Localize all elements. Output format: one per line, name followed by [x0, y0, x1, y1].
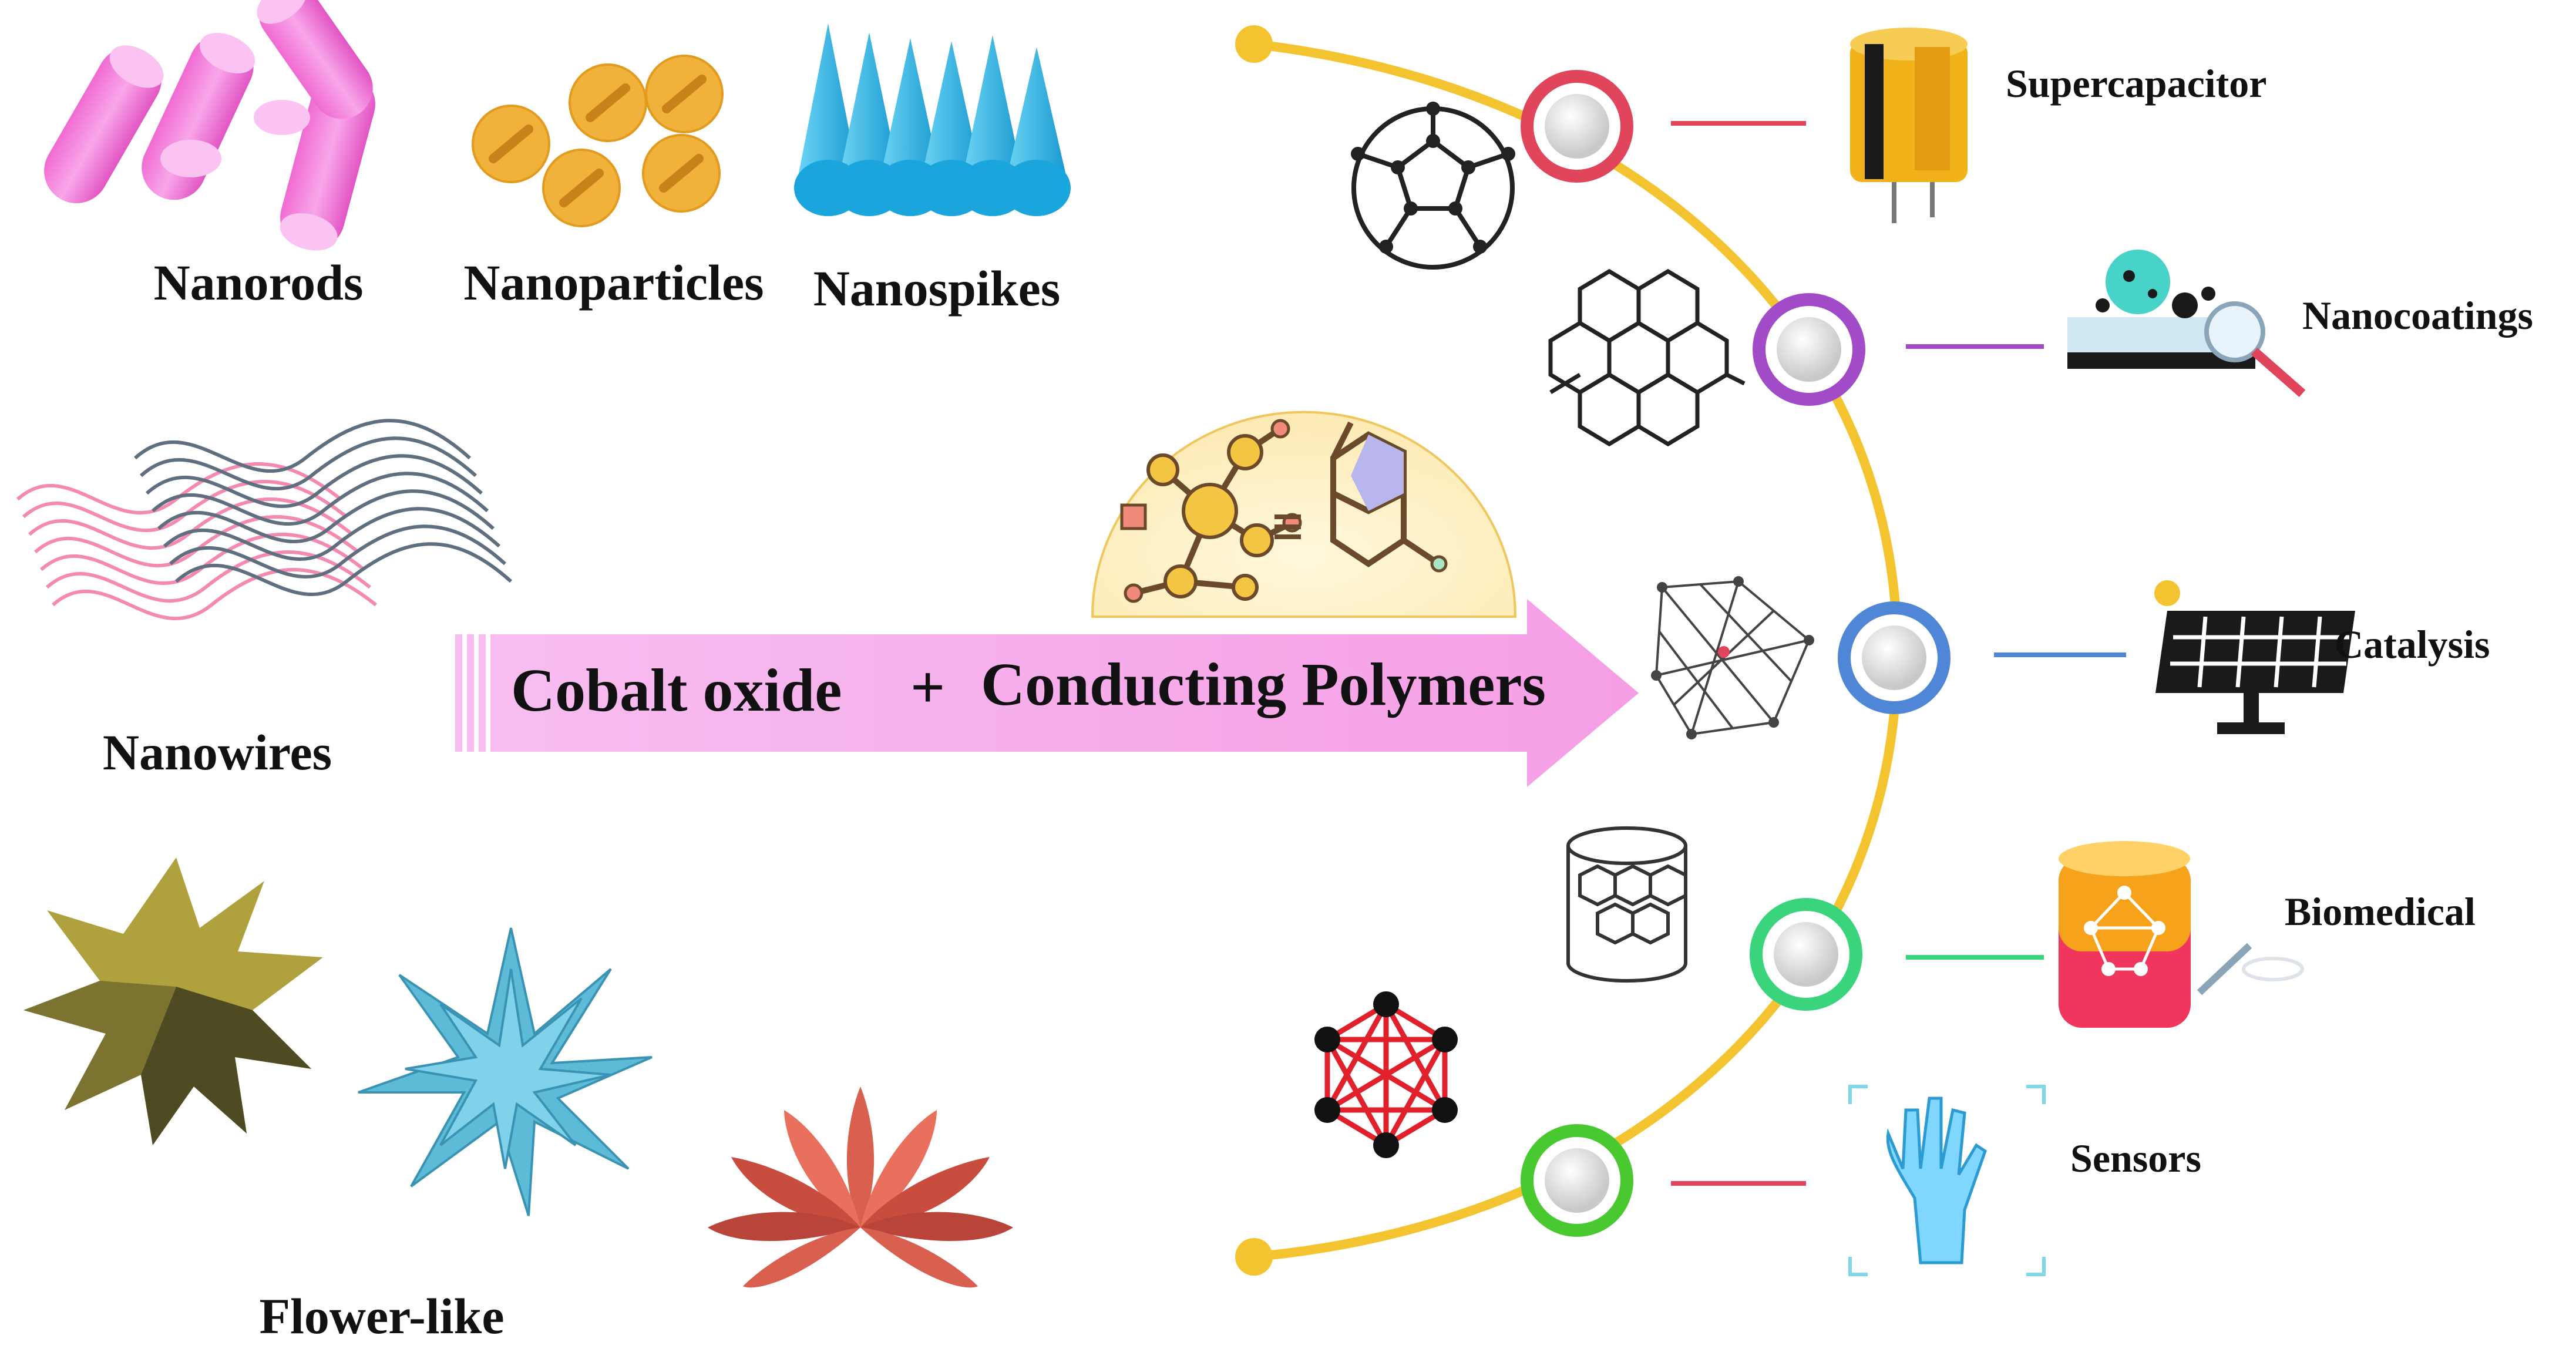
nanospikes-icon — [794, 23, 1071, 216]
fullerene-icon — [1351, 102, 1515, 270]
label-nanowires: Nanowires — [103, 724, 332, 781]
label-nanocoatings: Nanocoatings — [2302, 293, 2533, 338]
flower-like-icon — [23, 857, 1013, 1288]
label-catalysis: Catalysis — [2335, 622, 2490, 667]
arc-start-dot — [1235, 25, 1273, 63]
node-catalysis — [1838, 601, 2126, 714]
banner-arrow — [455, 599, 1639, 787]
biomedical-chip-icon — [2059, 841, 2304, 1028]
label-flower-like: Flower-like — [259, 1288, 504, 1344]
network-icon — [1314, 991, 1458, 1158]
label-biomedical: Biomedical — [2285, 889, 2476, 934]
label-nanospikes: Nanospikes — [813, 260, 1061, 317]
node-sensors — [1521, 1124, 1806, 1237]
capacitor-icon — [1850, 28, 1968, 223]
label-supercapacitor: Supercapacitor — [2006, 61, 2267, 106]
nanoparticles-icon — [472, 55, 724, 227]
label-nanorods: Nanorods — [154, 254, 364, 311]
solar-panel-icon — [2154, 580, 2355, 734]
glove-icon — [1848, 1085, 2046, 1276]
node-supercapacitor — [1521, 70, 1806, 183]
node-biomedical — [1750, 898, 2044, 1011]
label-sensors: Sensors — [2070, 1136, 2201, 1180]
node-nanocoatings — [1753, 293, 2044, 406]
coating-icon — [2067, 250, 2306, 398]
banner-left-text: Cobalt oxide — [511, 657, 842, 724]
nanowires-icon — [16, 419, 513, 620]
banner-plus: + — [910, 654, 945, 721]
molecule-icon — [1091, 411, 1517, 618]
arc-end-dot — [1235, 1238, 1273, 1276]
nanotube-icon — [1566, 826, 1687, 983]
nanorods-icon — [44, 0, 375, 251]
label-nanoparticles: Nanoparticles — [463, 254, 764, 311]
lattice-icon — [1651, 576, 1814, 739]
banner-right-text: Conducting Polymers — [981, 651, 1546, 718]
graphene-icon — [1548, 268, 1746, 447]
